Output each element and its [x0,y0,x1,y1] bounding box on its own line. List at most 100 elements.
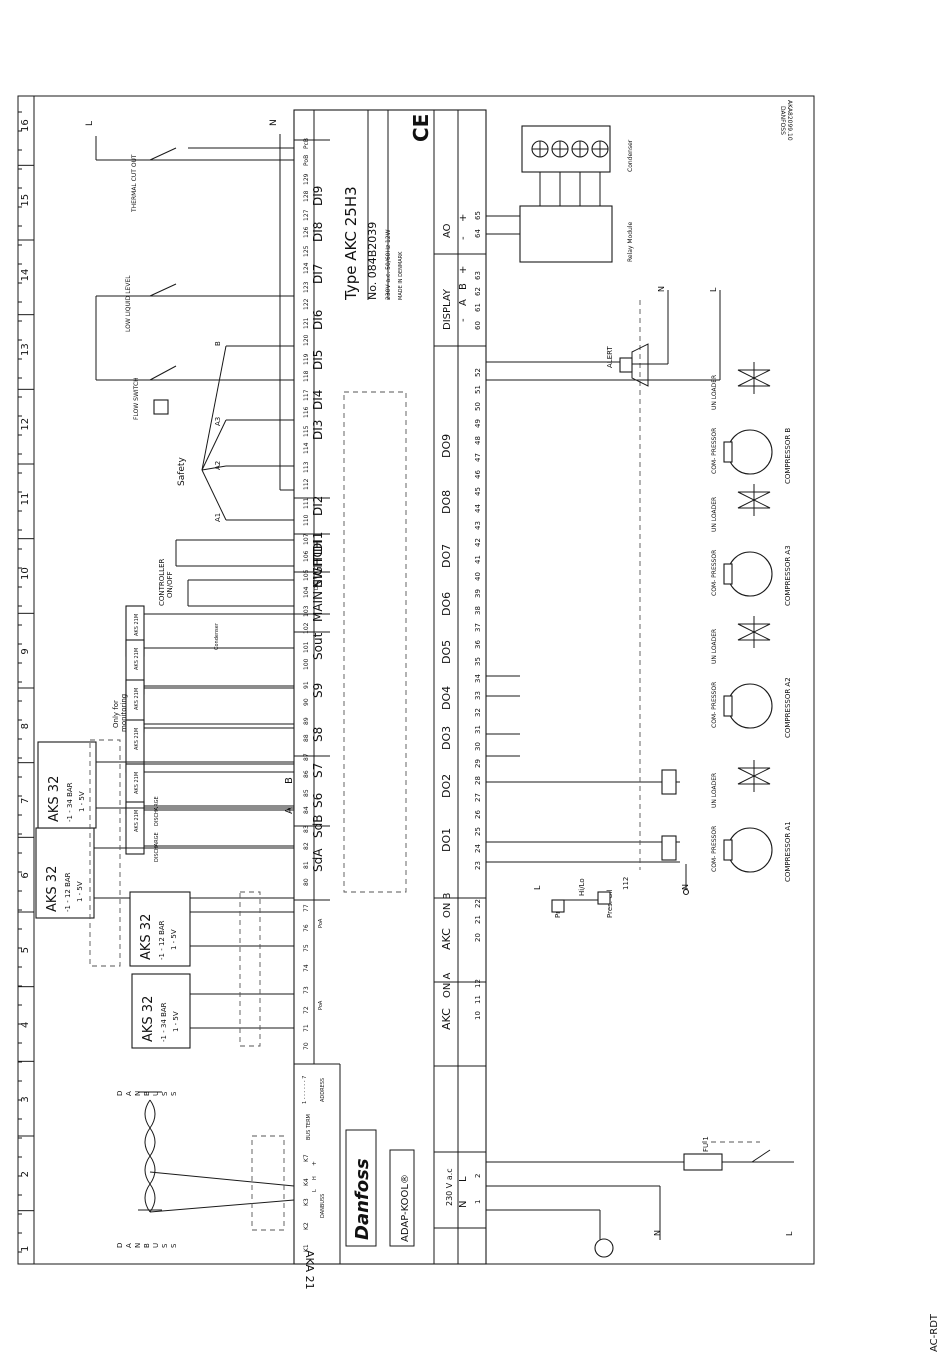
danbuss-l: L [312,1189,318,1192]
compressor-terminal [723,441,733,463]
grid-number: 16 [20,119,31,132]
lower-terminal-label-group: 41 [474,555,482,564]
grid-number: 1 [20,1246,31,1252]
do-label: DO8 [440,490,453,514]
grid-number: 13 [20,343,31,356]
danbuss-letter-group: A [125,1091,133,1096]
on-off-label: ON/OFF [166,571,174,598]
upper-group-label: MAIN SWITCH [311,540,325,622]
upper-terminal-label-group: 76 [303,924,310,932]
terminal-112-group: 112 [622,877,630,890]
a-label: A [284,807,295,814]
only-for: Only for [112,700,120,728]
upper-terminal-label: 122 [303,298,310,310]
grid-number-group: 6 [20,872,31,878]
grid-number-group: 1 [20,1246,31,1252]
unloader-label: UN LOADER [711,497,718,532]
upper-terminal-label-group: PcB [303,138,310,149]
do-label: DO6 [440,592,453,616]
grid-number: 12 [20,418,31,431]
upper-group-label-group: SdB [311,815,325,838]
lower-terminal-label-group: 29 [474,759,482,768]
compressor-com: COM- PRESSOR [711,428,718,474]
controller-number: No. 084B2039 [366,222,379,300]
unloader-label: UN LOADER [711,629,718,664]
do-label: DO7 [440,544,453,568]
lower-terminal-label: 40 [474,572,482,581]
grid-number-group: 8 [20,723,31,729]
flow-switch-label-group: FLOW SWITCH [133,377,140,420]
aks21-label: AKS 21M [134,772,140,794]
danbuss-letter: U [152,1243,160,1248]
controller-label: CONTROLLER [158,558,166,606]
aks32-range: -1 - 34 BAR [66,782,74,822]
upper-terminal-label-group: 101 [303,641,310,653]
upper-terminal-label: 71 [303,1024,310,1032]
alert-horn [619,290,721,387]
upper-terminal-label-group: 87 [303,753,310,761]
aks32-signal-group: 1 - 5V [76,881,84,902]
upper-terminal-label: 91 [303,681,310,689]
company-label: DANFOSS [779,106,786,135]
a2-label: A2 [214,461,222,470]
aks32-range-group: -1 - 12 BAR [64,872,72,912]
akc-a-label: AKC [440,1008,453,1030]
upper-terminal-label-group: 89 [303,717,310,725]
upper-terminal-label: 86 [303,770,310,778]
upper-group-label-group: DI4 [311,390,325,410]
upper-terminal-label: 118 [303,370,310,382]
upper-terminal-label: 110 [303,514,310,526]
upper-terminal-label: 105 [303,569,310,581]
upper-terminal-label: 104 [303,586,310,598]
upper-terminal-label: 121 [303,317,310,329]
supply-n-group: N [458,1201,469,1208]
lower-terminal-label: 65 [474,211,482,220]
upper-terminal-label-group: K1 [303,1244,310,1252]
upper-terminal-label: 82 [303,842,310,850]
lower-terminal-label: 42 [474,538,482,547]
lower-terminal-label-group: 12 [474,979,482,988]
danbuss-letter: S [161,1091,169,1096]
upper-terminal-label-group: 111 [303,497,310,509]
grid-number-group: 11 [20,493,31,506]
do-label: DO5 [440,640,453,664]
b-label-group: B [214,341,222,346]
aks32-signal: 1 - 5V [76,881,84,902]
lower-terminal-label: 20 [474,933,482,942]
digital-input-wiring [95,134,294,607]
lower-terminal-label-group: 47 [474,453,482,462]
discharge-label-group: DISCHARGE [154,832,160,862]
lower-terminal-label-group: 32 [474,708,482,717]
danbuss-letter-group: S [161,1091,169,1096]
a2-label-group: A2 [214,461,222,470]
condenser-label-group: Condenser [627,139,634,172]
aks32-signal-group: 1 - 5V [170,929,178,950]
drawing-number: AKA82099.10 [786,100,793,141]
oil-switch [597,891,611,905]
aks32-dash-group [89,739,121,967]
lower-terminal-label: - [458,318,469,322]
upper-terminal-label: 77 [303,904,310,912]
safety-label-group: Safety [177,457,187,486]
upper-terminal-label: K7 [303,1154,310,1162]
upper-group-label: DI5 [311,350,325,370]
danbuss-wiring [138,1091,295,1231]
discharge-label-group: DISCHARGE [154,796,160,826]
unloader-label-group: UN LOADER [711,773,718,808]
upper-group-label: DI2 [311,496,325,516]
aks32-signal: 1 - 5V [78,791,86,812]
grid-ticks [18,111,34,1253]
lower-terminal-label: 31 [474,725,482,734]
lower-terminal-label: 29 [474,759,482,768]
a3-label: A3 [214,417,222,426]
upper-terminal-label-group: 113 [303,461,310,473]
lower-terminal-label-group: 28 [474,776,482,785]
switch-contact [149,147,177,161]
aks32-range-group: -1 - 34 BAR [66,782,74,822]
lower-terminal-label: 49 [474,419,482,428]
lower-terminal-label: 39 [474,589,482,598]
lower-terminal-label: 34 [474,674,482,683]
relay-module-label-group: Relay Module [627,221,634,262]
